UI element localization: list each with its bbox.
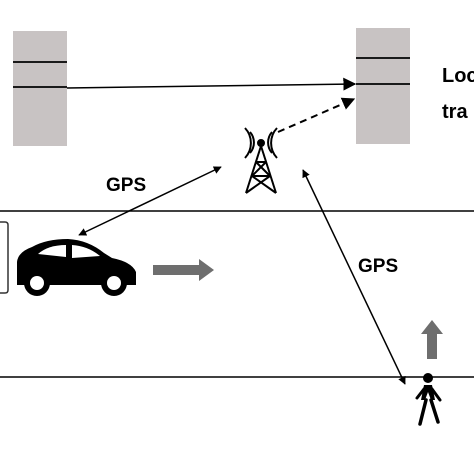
car-icon xyxy=(17,239,136,296)
right-server-icon xyxy=(356,28,410,144)
car-motion-arrow xyxy=(153,259,214,281)
cell-tower-icon xyxy=(244,127,278,194)
left-server-icon xyxy=(13,31,67,146)
pedestrian-motion-arrow xyxy=(421,320,443,359)
side-text-line-2: tra xyxy=(442,101,468,123)
gps-car-arrow xyxy=(78,166,222,236)
device-bracket xyxy=(0,221,9,294)
gps-label-right: GPS xyxy=(358,256,398,277)
tower-server-dashed-arrow xyxy=(277,97,356,133)
gps-label-left: GPS xyxy=(106,175,146,196)
side-text-line-1: Loc xyxy=(442,65,474,87)
gps-pedestrian-arrow xyxy=(302,169,406,385)
pedestrian-icon xyxy=(415,373,442,426)
server-link-arrow xyxy=(66,77,357,91)
